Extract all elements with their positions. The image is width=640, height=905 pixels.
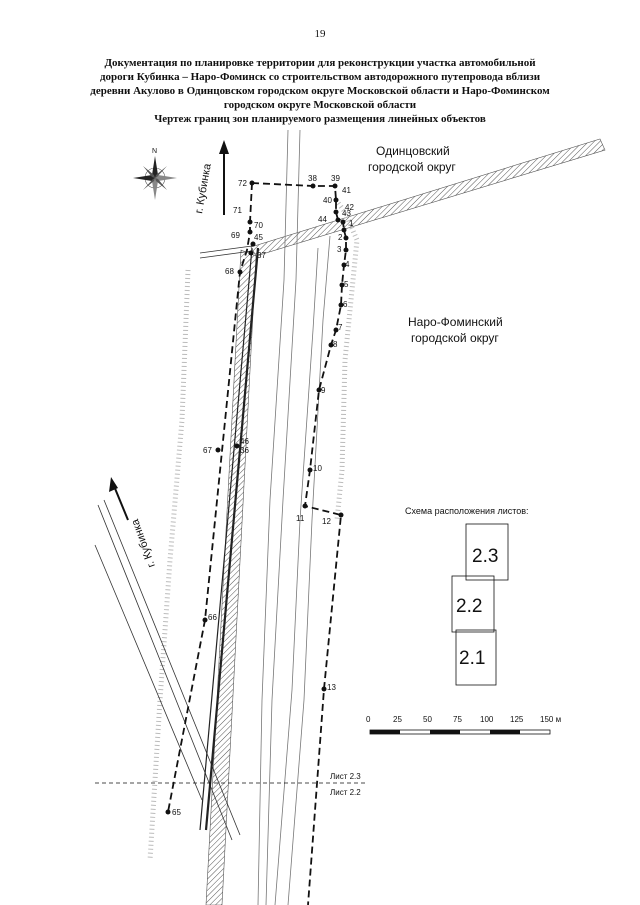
scale-tick: 125 [510,715,524,724]
point-label: 36 [240,446,249,455]
point-label: 42 [345,203,354,212]
drawing-subtitle: Чертеж границ зон планируемого размещени… [154,113,486,125]
point-label: 38 [308,174,317,183]
point-label: 39 [331,174,340,183]
district-label-odintsovsky-1: Одинцовский [376,144,450,158]
point-label: 37 [257,251,266,260]
point-label: 4 [345,260,350,269]
main-road [199,247,260,831]
sheet-boundary: Лист 2.3 Лист 2.2 [95,772,365,797]
title-line-1: Документация по планировке территории дл… [104,57,536,69]
title-line-4: городском округе Московской области [223,99,417,111]
point-label: 9 [321,386,326,395]
point-label: 3 [337,245,342,254]
point-label: 69 [231,231,240,240]
point-label: 44 [318,215,327,224]
scale-tick: 75 [453,715,462,724]
sheet-2-1: 2.1 [459,648,485,669]
point-label: 6 [343,300,348,309]
district-labels: Одинцовский городской округ Наро-Фоминск… [368,144,503,345]
point-label: 71 [233,206,242,215]
point-label: 10 [313,464,322,473]
point-label: 5 [344,280,349,289]
point-label: 65 [172,808,181,817]
scale-bar: 0 25 50 75 100 125 150 м [366,715,561,735]
sheet-scheme-title: Схема расположения листов: [405,506,529,516]
scale-tick: 0 [366,715,371,724]
point-label: 41 [342,186,351,195]
point-label: 8 [333,340,338,349]
direction-label-top: г. Кубинка [193,162,214,215]
point-label: 72 [238,179,247,188]
scale-tick: 50 [423,715,432,724]
title-line-2: дороги Кубинка – Наро-Фоминск со строите… [99,71,541,83]
scale-tick: 150 м [540,715,561,724]
district-label-naro-fominsky-1: Наро-Фоминский [408,315,503,329]
point-label: 67 [203,446,212,455]
point-label: 1 [349,219,354,228]
document-title: Документация по планировке территории дл… [40,56,600,126]
point-label: 68 [225,267,234,276]
direction-arrow-top [219,140,229,215]
compass-north-label: N [152,148,157,155]
sheet-scheme: Схема расположения листов: 2.3 2.2 2.1 [405,506,529,686]
compass-rose-icon: N [133,148,177,200]
point-label: 40 [323,196,332,205]
district-label-naro-fominsky-2: городской округ [411,331,499,345]
boundary-points [165,180,349,815]
point-label: 11 [296,514,305,523]
point-label: 66 [208,613,217,622]
point-label: 70 [254,221,263,230]
zone-boundary [167,182,347,905]
boundary-stipple [147,198,360,861]
sheet-2-2: 2.2 [456,596,482,617]
scale-tick: 100 [480,715,494,724]
point-label: 7 [338,323,343,332]
secondary-road [257,129,331,905]
point-label: 46 [240,437,249,446]
sheet-boundary-label-top: Лист 2.3 [330,772,361,781]
point-labels: 72 38 39 41 40 43 42 44 1 2 3 4 5 6 7 8 … [172,174,354,817]
direction-arrow-bottom [109,477,129,521]
point-label: 45 [254,233,263,242]
point-label: 43 [342,209,351,218]
scale-tick: 25 [393,715,402,724]
direction-label-bottom: г. Кубинка [129,517,158,569]
sheet-2-3: 2.3 [472,546,498,567]
point-label: 2 [338,233,343,242]
title-line-3: деревни Акулово в Одинцовском городском … [90,85,550,97]
point-label: 12 [322,517,331,526]
page-number: 19 [314,28,326,40]
sheet-boundary-label-bottom: Лист 2.2 [330,788,361,797]
point-label: 13 [327,683,336,692]
district-label-odintsovsky-2: городской округ [368,160,456,174]
